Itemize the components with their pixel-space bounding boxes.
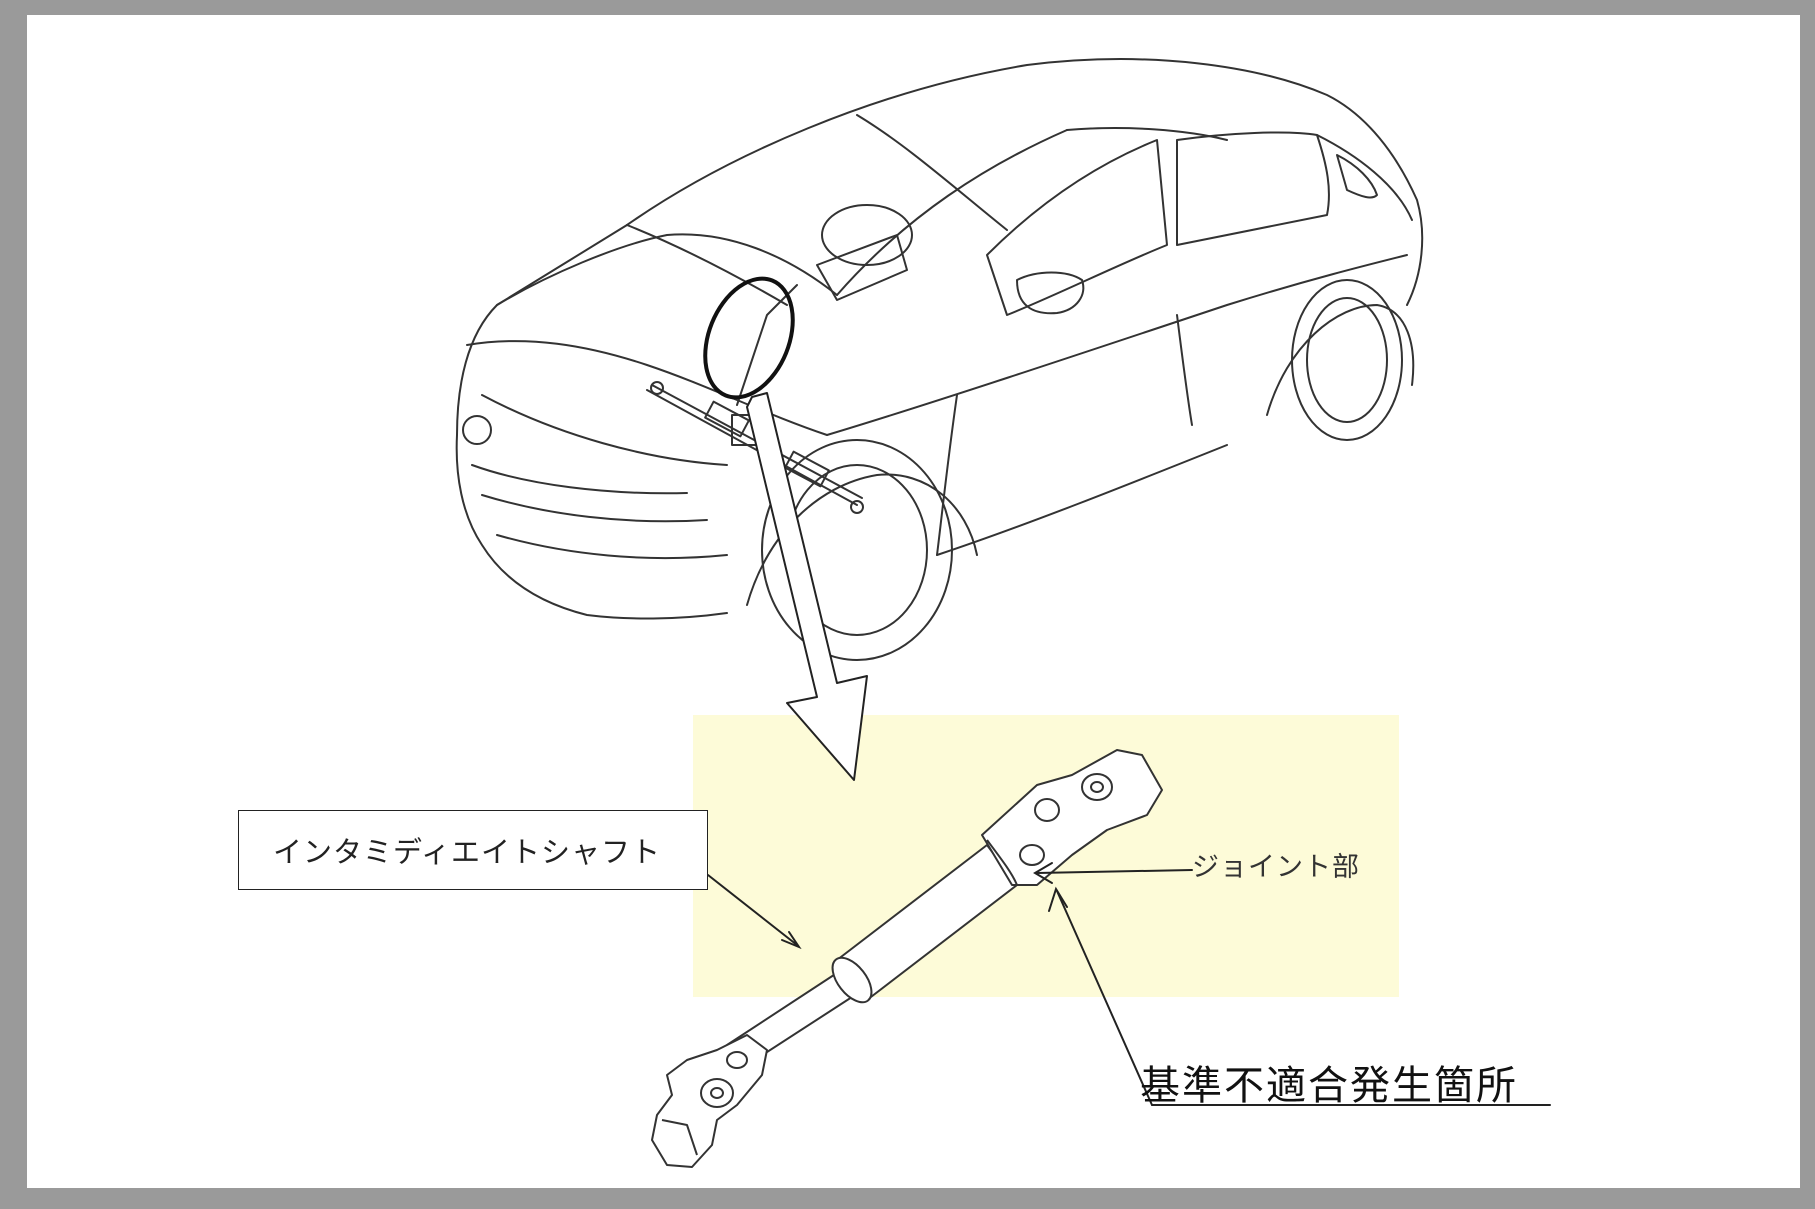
joint-part-label: ジョイント部 (1192, 852, 1360, 883)
watermark-logo: Response. (1677, 1170, 1800, 1188)
leader-lines (707, 862, 1551, 1106)
focus-circle (703, 276, 795, 400)
shaft-drawing (651, 749, 1163, 1168)
component-name-box: インタミディエイトシャフト (238, 810, 708, 890)
car-drawing (455, 58, 1424, 661)
diagram-canvas (455, 58, 1551, 1168)
defect-location-label: 基準不適合発生箇所 (1140, 1063, 1518, 1109)
zoom-arrow (746, 392, 868, 781)
component-name-label: インタミディエイトシャフト (273, 835, 661, 869)
diagram-sheet: インタミディエイトシャフト ジョイント部 基準不適合発生箇所 Response. (27, 15, 1800, 1188)
